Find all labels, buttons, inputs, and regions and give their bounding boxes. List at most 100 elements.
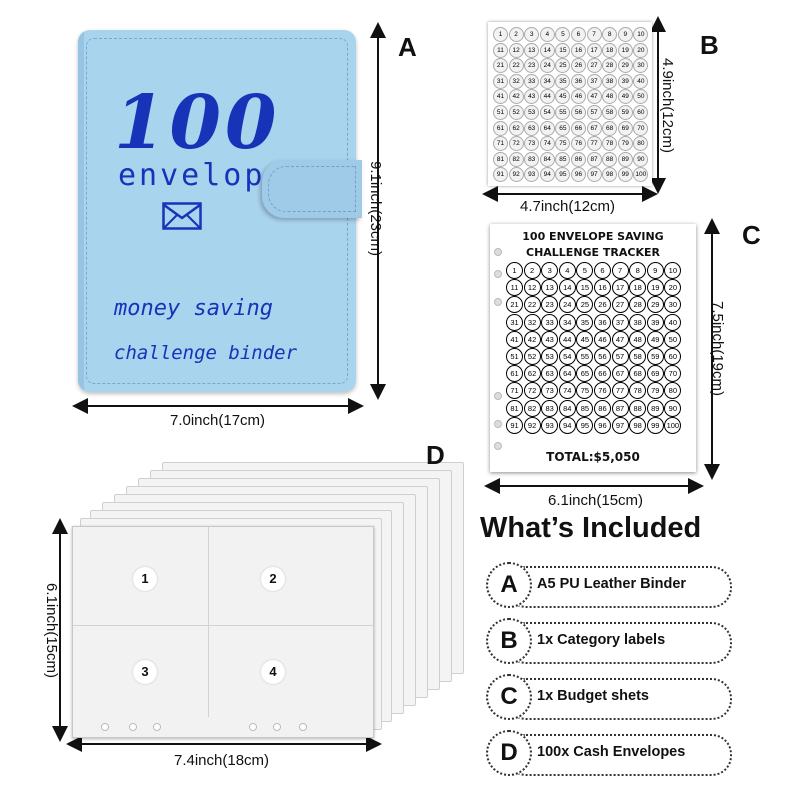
sticker-number: 44: [539, 89, 555, 105]
sticker-number: 65: [555, 120, 571, 136]
tracker-number: 89: [646, 399, 664, 417]
tracker-number: 44: [558, 330, 576, 348]
tracker-number: 24: [558, 296, 576, 314]
tracker-number: 22: [523, 296, 541, 314]
tracker-height-label: 7.5inch(19cm): [709, 300, 727, 397]
sticker-number: 29: [617, 58, 633, 74]
binder-hole: [494, 270, 502, 278]
sticker-number: 12: [508, 42, 524, 58]
sticker-number: 91: [493, 167, 508, 183]
sticker-number: 81: [493, 151, 508, 167]
stickers-letter: B: [700, 30, 719, 60]
tracker-number: 35: [576, 313, 594, 331]
sticker-number: 52: [508, 104, 524, 120]
included-letter: A: [486, 562, 532, 608]
sticker-number: 82: [508, 151, 524, 167]
sticker-number: 76: [570, 136, 586, 152]
tracker-number: 50: [664, 330, 682, 348]
tracker-number: 100: [664, 416, 682, 434]
sticker-number: 22: [508, 58, 524, 74]
sticker-number: 66: [570, 120, 586, 136]
sticker-number: 63: [524, 120, 540, 136]
sticker-number: 17: [586, 42, 602, 58]
tracker-number: 4: [558, 262, 576, 279]
tracker-number: 1: [506, 262, 523, 279]
tracker-number: 11: [506, 279, 523, 297]
tracker-number: 96: [593, 416, 611, 434]
sticker-number: 99: [617, 167, 633, 183]
tracker-number: 73: [541, 382, 559, 400]
sticker-number: 11: [493, 42, 508, 58]
sticker-number: 64: [539, 120, 555, 136]
sticker-number: 9: [617, 27, 633, 42]
sticker-number: 85: [555, 151, 571, 167]
tracker-number: 16: [593, 279, 611, 297]
sticker-number: 30: [633, 58, 649, 74]
tracker-number: 60: [664, 347, 682, 365]
included-item-d: D 100x Cash Envelopes: [486, 730, 732, 776]
tracker-number: 43: [541, 330, 559, 348]
sticker-number: 28: [602, 58, 618, 74]
sticker-number: 90: [633, 151, 649, 167]
binder-hole: [494, 442, 502, 450]
tracker-number: 80: [664, 382, 682, 400]
tracker-number: 70: [664, 365, 682, 383]
sticker-number: 75: [555, 136, 571, 152]
sticker-number: 35: [555, 73, 571, 89]
envelopes-letter: D: [426, 440, 445, 470]
tracker-number: 76: [593, 382, 611, 400]
tracker-number: 29: [646, 296, 664, 314]
included-label: A5 PU Leather Binder: [537, 576, 687, 592]
sticker-number: 100: [633, 167, 649, 183]
tracker-number: 31: [506, 313, 523, 331]
tracker-number: 58: [629, 347, 647, 365]
tracker-number: 87: [611, 399, 629, 417]
tracker-number: 92: [523, 416, 541, 434]
sticker-number: 62: [508, 120, 524, 136]
tracker-number: 6: [593, 262, 611, 279]
tracker-number: 12: [523, 279, 541, 297]
tracker-number: 66: [593, 365, 611, 383]
tracker-number: 85: [576, 399, 594, 417]
tracker-number: 90: [664, 399, 682, 417]
tracker-number: 36: [593, 313, 611, 331]
tracker-number: 38: [629, 313, 647, 331]
tracker-number: 64: [558, 365, 576, 383]
sticker-number: 93: [524, 167, 540, 183]
tracker-width-label: 6.1inch(15cm): [548, 492, 644, 509]
envelope-hole: [249, 723, 257, 731]
tracker-number: 88: [629, 399, 647, 417]
sticker-number: 89: [617, 151, 633, 167]
sticker-number: 49: [617, 89, 633, 105]
sticker-number: 70: [633, 120, 649, 136]
sticker-number: 41: [493, 89, 508, 105]
tracker-number: 32: [523, 313, 541, 331]
tracker-number: 10: [664, 262, 682, 279]
sticker-number: 18: [602, 42, 618, 58]
sticker-number: 10: [633, 27, 649, 42]
envelope-icon: [162, 202, 202, 230]
sticker-number: 77: [586, 136, 602, 152]
tracker-number: 84: [558, 399, 576, 417]
tracker-number: 67: [611, 365, 629, 383]
sticker-number: 78: [602, 136, 618, 152]
sticker-number: 7: [586, 27, 602, 42]
pocket-number-3: 3: [133, 660, 157, 684]
envelope-hole: [129, 723, 137, 731]
sticker-number: 1: [493, 27, 508, 42]
envelope-hole: [101, 723, 109, 731]
envelopes-height-label: 6.1inch(15cm): [43, 582, 61, 679]
sticker-number: 15: [555, 42, 571, 58]
tracker-number: 82: [523, 399, 541, 417]
tracker-number: 49: [646, 330, 664, 348]
sticker-number: 83: [524, 151, 540, 167]
sticker-number: 26: [570, 58, 586, 74]
envelopes-width-label: 7.4inch(18cm): [174, 752, 270, 769]
sticker-number: 53: [524, 104, 540, 120]
tracker-number: 17: [611, 279, 629, 297]
binder-subtitle-2: challenge binder: [114, 342, 298, 364]
sticker-number: 69: [617, 120, 633, 136]
